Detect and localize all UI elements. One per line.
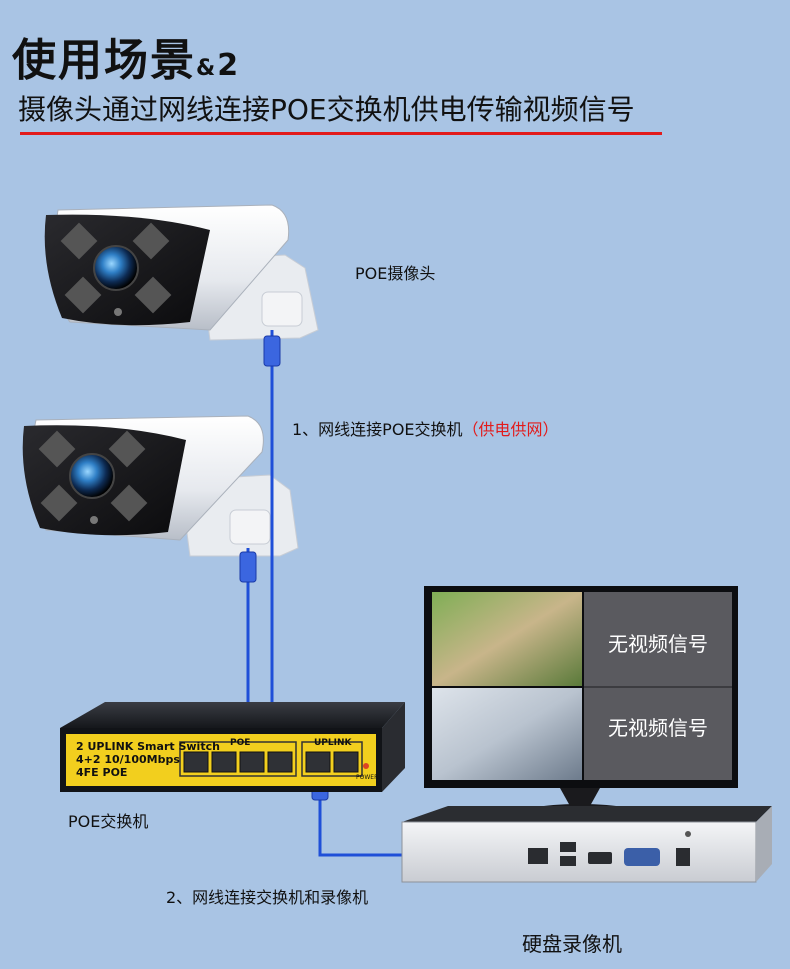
page-subtitle: 摄像头通过网线连接POE交换机供电传输视频信号 (18, 93, 635, 126)
page-title-suffix: & (196, 56, 218, 81)
step1-note: （供电供网） (462, 420, 559, 439)
switch-line-2: 4+2 10/100Mbps (76, 753, 180, 766)
monitor-device (424, 586, 738, 816)
page-title-number: 2 (217, 48, 241, 83)
camera-2 (22, 415, 299, 557)
switch-uplink-tag: UPLINK (314, 738, 352, 748)
camera-1 (44, 204, 319, 341)
switch-line-3: 4FE POE (76, 766, 128, 779)
switch-line-1: 2 UPLINK Smart Switch (76, 740, 220, 753)
no-signal-label-2: 无视频信号 (608, 716, 708, 740)
step2-caption: 2、网线连接交换机和录像机 (166, 888, 369, 907)
nvr-label: 硬盘录像机 (522, 932, 622, 956)
poe-camera-label: POE摄像头 (355, 264, 436, 283)
switch-panel-label: 2 UPLINK Smart Switch 4+2 10/100Mbps 4FE… (76, 740, 220, 779)
poe-switch-device (60, 702, 405, 792)
poe-switch-label: POE交换机 (68, 812, 149, 831)
page-title: 使用场景&2 (12, 24, 240, 88)
no-signal-label-1: 无视频信号 (608, 632, 708, 656)
title-underline (20, 132, 662, 135)
switch-power-tag: POWER (356, 774, 379, 781)
step1-text: 1、网线连接POE交换机 (292, 420, 463, 439)
step1-caption: 1、网线连接POE交换机（供电供网） (292, 416, 559, 440)
page-title-text: 使用场景 (12, 35, 196, 86)
switch-poe-tag: POE (230, 738, 251, 748)
nvr-device (401, 806, 772, 883)
